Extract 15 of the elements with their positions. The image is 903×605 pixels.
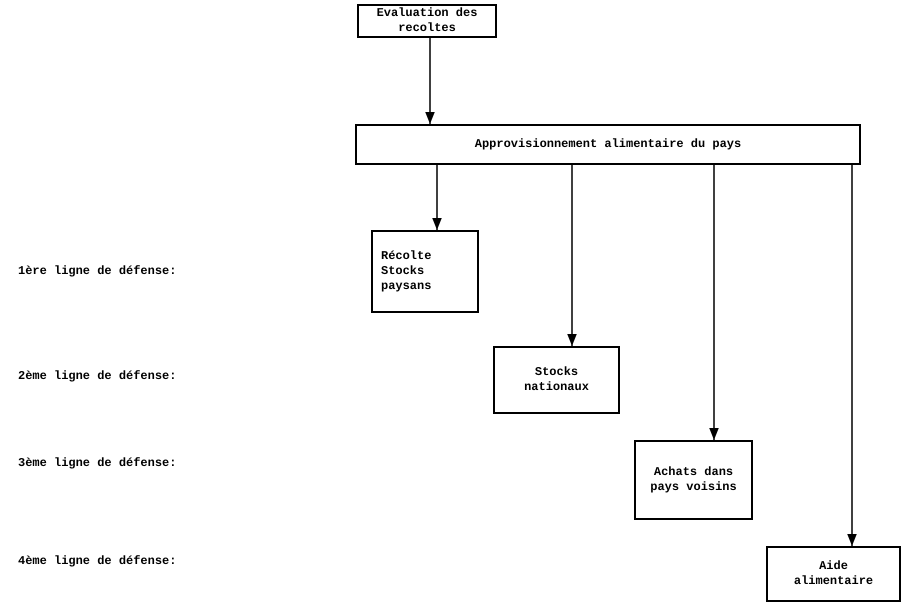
process-box: Approvisionnement alimentaire du pays	[355, 124, 861, 165]
process-box: Achats dans pays voisins	[634, 440, 753, 520]
arrow	[425, 38, 435, 124]
line-of-defense-label: 1ère ligne de défense:	[18, 263, 176, 280]
process-box: Récolte Stocks paysans	[371, 230, 479, 313]
line-of-defense-label: 3ème ligne de défense:	[18, 455, 176, 472]
arrow	[709, 165, 719, 440]
process-box: Evaluation des recoltes	[357, 4, 497, 38]
process-box: Stocks nationaux	[493, 346, 620, 414]
line-of-defense-label: 4ème ligne de défense:	[18, 553, 176, 570]
arrow	[432, 165, 442, 230]
arrow	[567, 165, 577, 346]
arrow	[847, 165, 857, 546]
line-of-defense-label: 2ème ligne de défense:	[18, 368, 176, 385]
process-box: Aide alimentaire	[766, 546, 901, 602]
